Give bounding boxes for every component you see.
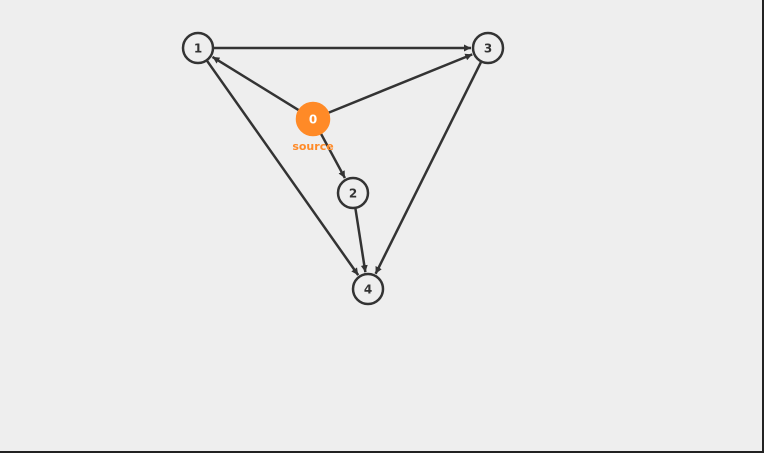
node-2-circle[interactable] xyxy=(336,176,370,210)
edges-layer xyxy=(206,44,482,276)
node-0-label: 0 xyxy=(309,113,317,127)
edge-0-to-1 xyxy=(211,55,300,112)
edge-0-to-3 xyxy=(328,53,473,114)
node-1[interactable]: 1 xyxy=(181,31,215,65)
node-2[interactable]: 2 xyxy=(336,176,370,210)
node-3[interactable]: 3 xyxy=(471,31,505,65)
edge-0-to-2 xyxy=(319,133,347,179)
node-4-circle[interactable] xyxy=(351,272,385,306)
source-caption: source xyxy=(292,140,333,153)
node-2-label: 2 xyxy=(349,187,357,201)
node-1-label: 1 xyxy=(194,42,202,56)
node-0[interactable]: 0 source xyxy=(292,101,334,153)
node-4[interactable]: 4 xyxy=(351,272,385,306)
nodes-layer: 0 source 1 2 3 4 xyxy=(181,31,505,306)
node-1-circle[interactable] xyxy=(181,31,215,65)
edge-3-to-4 xyxy=(374,61,482,275)
edge-1-to-4 xyxy=(206,60,360,276)
node-4-label: 4 xyxy=(364,283,372,297)
edge-2-to-4 xyxy=(354,208,368,273)
node-3-circle[interactable] xyxy=(471,31,505,65)
node-3-label: 3 xyxy=(484,42,492,56)
node-0-circle[interactable] xyxy=(295,101,331,137)
